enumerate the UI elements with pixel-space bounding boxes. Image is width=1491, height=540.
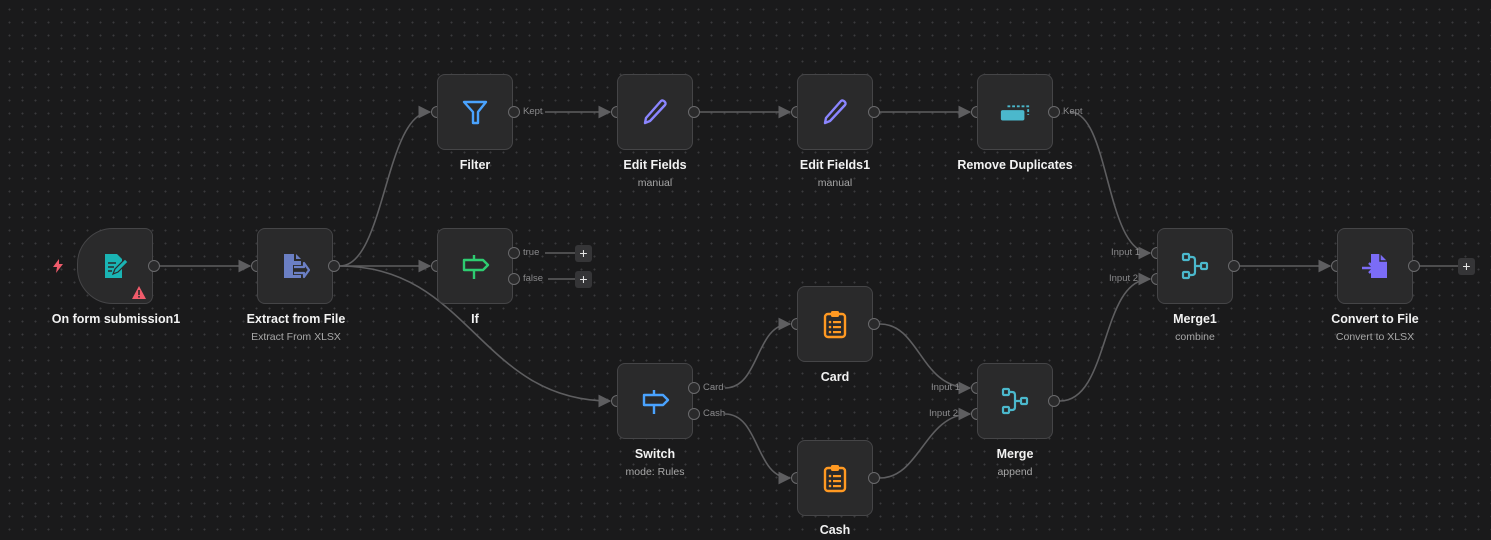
output-label-dedupe-kept: Kept <box>1063 106 1083 117</box>
node-title-convert: Convert to File <box>1331 312 1419 326</box>
output-handle-card[interactable] <box>868 318 880 330</box>
node-card[interactable] <box>797 286 873 362</box>
output-handle-switch-card[interactable] <box>688 382 700 394</box>
node-title-merge1: Merge1 <box>1173 312 1217 326</box>
output-label-if-false: false <box>523 273 544 284</box>
filter-funnel-icon <box>459 96 491 128</box>
output-handle-edit1[interactable] <box>688 106 700 118</box>
merge-icon <box>999 385 1031 417</box>
add-node-convert-button[interactable]: + <box>1458 258 1475 275</box>
node-merge[interactable] <box>977 363 1053 439</box>
trigger-bolt-icon <box>53 259 63 273</box>
node-title-dedupe: Remove Duplicates <box>957 158 1073 172</box>
output-handle-if-true[interactable] <box>508 247 520 259</box>
node-filter[interactable] <box>437 74 513 150</box>
output-label-switch-card: Card <box>703 382 724 393</box>
remove-duplicates-icon <box>999 96 1031 128</box>
output-handle-filter-kept[interactable] <box>508 106 520 118</box>
merge-icon <box>1179 250 1211 282</box>
output-label-if-true: true <box>523 247 540 258</box>
node-subtitle-merge: append <box>997 466 1033 478</box>
output-handle-if-false[interactable] <box>508 273 520 285</box>
node-on-form-submission[interactable] <box>77 228 153 304</box>
node-merge1[interactable] <box>1157 228 1233 304</box>
output-handle-cash[interactable] <box>868 472 880 484</box>
node-title-edit2: Edit Fields1 <box>799 158 871 172</box>
node-title-cash: Cash <box>819 523 851 537</box>
output-handle-switch-cash[interactable] <box>688 408 700 420</box>
node-title-filter: Filter <box>459 158 491 172</box>
add-node-if-false-button[interactable]: + <box>575 271 592 288</box>
output-handle-merge1[interactable] <box>1228 260 1240 272</box>
output-label-switch-cash: Cash <box>703 408 726 419</box>
node-subtitle-merge1: combine <box>1175 331 1215 343</box>
node-title-if: If <box>471 312 479 326</box>
node-edit-fields1[interactable] <box>797 74 873 150</box>
node-title-form: On form submission1 <box>51 312 181 326</box>
output-handle-merge[interactable] <box>1048 395 1060 407</box>
file-import-icon <box>1359 250 1391 282</box>
node-title-edit1: Edit Fields <box>623 158 687 172</box>
node-subtitle-edit1: manual <box>637 177 673 189</box>
output-handle-edit2[interactable] <box>868 106 880 118</box>
pencil-icon <box>819 96 851 128</box>
node-remove-duplicates[interactable] <box>977 74 1053 150</box>
node-edit-fields[interactable] <box>617 74 693 150</box>
output-label-filter-kept: Kept <box>523 106 543 117</box>
pencil-icon <box>639 96 671 128</box>
node-subtitle-switch: mode: Rules <box>625 466 685 478</box>
clipboard-list-icon <box>819 308 851 340</box>
clipboard-list-icon <box>819 462 851 494</box>
node-title-merge: Merge <box>996 447 1034 461</box>
output-handle-dedupe-kept[interactable] <box>1048 106 1060 118</box>
node-if[interactable] <box>437 228 513 304</box>
warning-icon[interactable] <box>132 286 146 299</box>
input-label-merge-2: Input 2 <box>929 408 959 419</box>
signpost-icon <box>459 250 491 282</box>
signpost-icon <box>639 385 671 417</box>
edge-extract-filter[interactable] <box>339 105 432 267</box>
node-extract-from-file[interactable] <box>257 228 333 304</box>
output-handle-form[interactable] <box>148 260 160 272</box>
node-subtitle-convert: Convert to XLSX <box>1335 331 1415 343</box>
node-title-extract: Extract from File <box>246 312 346 326</box>
input-label-merge-1: Input 1 <box>931 382 961 393</box>
output-handle-extract[interactable] <box>328 260 340 272</box>
form-edit-icon <box>99 250 131 282</box>
file-export-icon <box>279 250 311 282</box>
node-subtitle-extract: Extract From XLSX <box>251 331 341 343</box>
add-node-if-true-button[interactable]: + <box>575 245 592 262</box>
node-convert-to-file[interactable] <box>1337 228 1413 304</box>
node-subtitle-edit2: manual <box>817 177 853 189</box>
node-title-card: Card <box>820 370 850 384</box>
node-title-switch: Switch <box>634 447 676 461</box>
edge-dedupe-merge1[interactable] <box>1069 111 1152 260</box>
input-label-merge1-2: Input 2 <box>1109 273 1139 284</box>
node-switch[interactable] <box>617 363 693 439</box>
output-handle-convert[interactable] <box>1408 260 1420 272</box>
node-cash[interactable] <box>797 440 873 516</box>
input-label-merge1-1: Input 1 <box>1111 247 1141 258</box>
